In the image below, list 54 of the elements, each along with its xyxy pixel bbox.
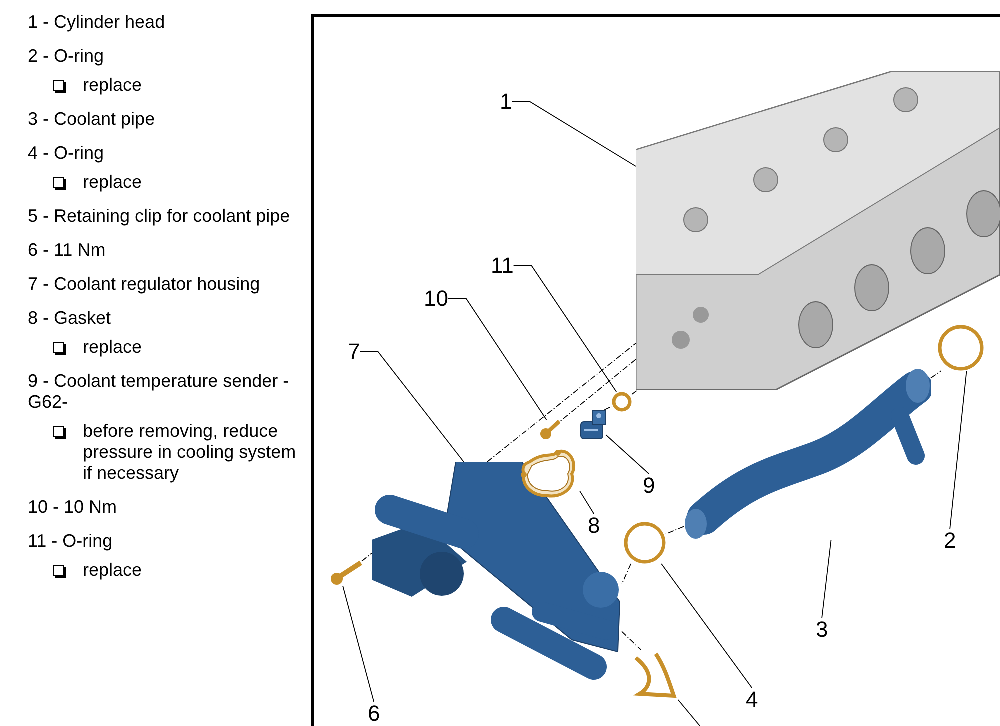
leader-line (678, 700, 700, 726)
callout-number: 11 (491, 254, 514, 278)
callout-number: 9 (643, 474, 656, 498)
coolant-pipe-drawing (684, 368, 931, 540)
bolt-drawing (330, 560, 362, 586)
parts-list-item: 4 - O-ring (28, 143, 106, 164)
leader-line (513, 266, 618, 392)
parts-list-item: 2 - O-ring (28, 46, 106, 67)
temperature-sender-drawing (580, 410, 606, 440)
leader-line (512, 102, 636, 167)
centre-line (604, 406, 612, 410)
callout-number: 2 (944, 529, 956, 553)
parts-list-item: 11 - O-ring (28, 531, 114, 552)
leader-line (360, 352, 464, 462)
leader-line (661, 564, 753, 688)
leader-line (580, 490, 595, 514)
cylinder-head-drawing (636, 70, 1000, 390)
o-ring-drawing (624, 522, 666, 564)
parts-list-item: 8 - Gasket (28, 308, 112, 329)
note-text: replace (83, 560, 144, 581)
callout-number: 10 (424, 287, 448, 311)
centre-line (666, 526, 684, 535)
centre-line (930, 370, 942, 379)
centre-line (622, 631, 642, 650)
note-text: replace (83, 75, 144, 96)
parts-list-item: 5 - Retaining clip for coolant pipe (28, 206, 292, 227)
callout-number: 1 (500, 90, 512, 114)
callout-number: 6 (368, 702, 380, 726)
callout-number: 3 (816, 618, 828, 642)
centre-line (632, 390, 639, 396)
note-text: replace (83, 337, 144, 358)
callout-number: 4 (746, 688, 758, 712)
parts-list-item: 9 - Coolant temperature sender -G62- (28, 371, 290, 413)
o-ring-drawing (938, 325, 984, 371)
centre-line (487, 343, 636, 462)
parts-list-item: 6 - 11 Nm (28, 240, 107, 261)
parts-list-item: 7 - Coolant regulator housing (28, 274, 262, 295)
centre-line (560, 359, 636, 422)
parts-list-item: 10 - 10 Nm (28, 497, 118, 518)
leader-line (822, 540, 832, 618)
parts-list-item: 1 - Cylinder head (28, 12, 166, 33)
centre-line (362, 552, 372, 562)
leader-line (342, 586, 375, 702)
centre-line (622, 564, 632, 585)
callout-number: 8 (588, 514, 600, 538)
parts-list-item: 3 - Coolant pipe (28, 109, 156, 130)
note-text: replace (83, 172, 144, 193)
o-ring-drawing (612, 392, 632, 412)
leader-line (448, 298, 548, 420)
leader-line (606, 434, 650, 474)
bolt-drawing (540, 420, 560, 440)
leader-line (950, 370, 968, 530)
note-text: before removing, reduce pressure in cooling system if necessary (83, 421, 298, 484)
callout-number: 7 (348, 340, 360, 364)
